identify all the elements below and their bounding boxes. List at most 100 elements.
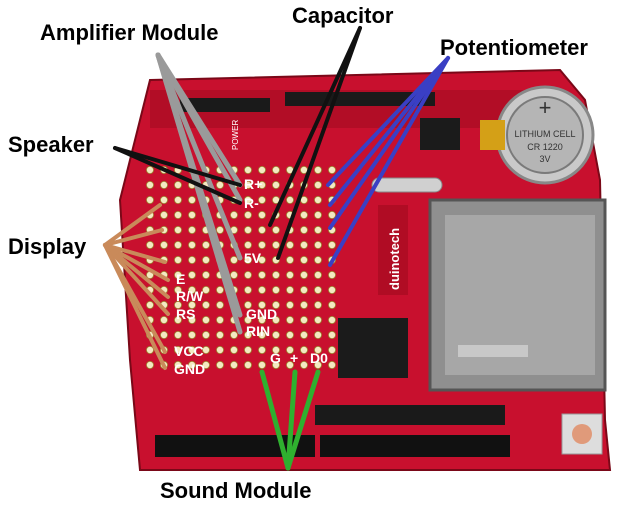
pin-label-r-plus: R+ (244, 176, 262, 192)
proto-hole (216, 361, 223, 368)
label-sound-module: Sound Module (160, 478, 312, 504)
proto-hole (300, 316, 307, 323)
proto-hole (328, 316, 335, 323)
proto-hole (188, 211, 195, 218)
proto-hole (174, 211, 181, 218)
proto-hole (258, 361, 265, 368)
pin-label-rs: RS (176, 306, 195, 322)
proto-hole (146, 181, 153, 188)
proto-hole (244, 286, 251, 293)
proto-hole (160, 241, 167, 248)
proto-hole (300, 226, 307, 233)
proto-hole (174, 256, 181, 263)
proto-hole (314, 226, 321, 233)
proto-hole (272, 286, 279, 293)
proto-hole (314, 211, 321, 218)
proto-hole (300, 211, 307, 218)
proto-hole (328, 241, 335, 248)
proto-hole (188, 226, 195, 233)
label-speaker: Speaker (8, 132, 94, 158)
pin-label-5v: 5V (244, 250, 261, 266)
proto-hole (216, 286, 223, 293)
proto-hole (300, 361, 307, 368)
proto-hole (286, 196, 293, 203)
proto-hole (286, 331, 293, 338)
pin-label-vcc: VCC (174, 343, 204, 359)
proto-hole (314, 181, 321, 188)
proto-hole (216, 226, 223, 233)
proto-hole (300, 346, 307, 353)
proto-hole (146, 166, 153, 173)
proto-hole (258, 226, 265, 233)
proto-hole (174, 181, 181, 188)
proto-hole (230, 361, 237, 368)
crystal (372, 178, 442, 192)
proto-hole (314, 301, 321, 308)
proto-hole (328, 166, 335, 173)
battery-text-3: 3V (539, 154, 550, 164)
proto-hole (258, 196, 265, 203)
proto-hole (258, 271, 265, 278)
proto-hole (146, 301, 153, 308)
proto-hole (286, 241, 293, 248)
label-amplifier-module: Amplifier Module (40, 20, 218, 46)
proto-hole (160, 196, 167, 203)
proto-hole (216, 316, 223, 323)
proto-hole (314, 241, 321, 248)
proto-hole (314, 316, 321, 323)
proto-hole (188, 331, 195, 338)
proto-hole (328, 361, 335, 368)
proto-hole (244, 241, 251, 248)
proto-hole (146, 361, 153, 368)
proto-hole (216, 181, 223, 188)
battery-plus-icon: + (539, 95, 552, 120)
proto-hole (202, 316, 209, 323)
pin-label-plus: + (290, 350, 298, 366)
proto-hole (244, 361, 251, 368)
proto-hole (188, 256, 195, 263)
proto-hole (146, 241, 153, 248)
pin-label-gnd-left: GND (174, 361, 205, 377)
proto-hole (230, 271, 237, 278)
proto-hole (188, 241, 195, 248)
proto-hole (230, 211, 237, 218)
proto-hole (202, 256, 209, 263)
pin-label-gnd-right: GND (246, 306, 277, 322)
proto-hole (272, 226, 279, 233)
pin-label-e: E (176, 271, 185, 287)
proto-hole (300, 241, 307, 248)
proto-hole (300, 271, 307, 278)
bottom-pin-header-right (320, 435, 510, 457)
proto-hole (244, 166, 251, 173)
pin-label-g: G (270, 350, 281, 366)
pin-label-d0: D0 (310, 350, 328, 366)
proto-hole (300, 331, 307, 338)
proto-hole (216, 301, 223, 308)
proto-hole (174, 331, 181, 338)
proto-hole (230, 346, 237, 353)
proto-hole (146, 196, 153, 203)
proto-hole (216, 346, 223, 353)
proto-hole (174, 226, 181, 233)
proto-hole (188, 271, 195, 278)
battery-text-2: CR 1220 (527, 142, 563, 152)
proto-hole (188, 196, 195, 203)
battery-text-1: LITHIUM CELL (514, 129, 575, 139)
proto-hole (328, 301, 335, 308)
label-potentiometer: Potentiometer (440, 35, 588, 61)
proto-hole (314, 196, 321, 203)
proto-hole (286, 301, 293, 308)
proto-hole (258, 166, 265, 173)
power-label: POWER (231, 120, 240, 150)
proto-hole (328, 331, 335, 338)
brand-text: duinotech (387, 228, 402, 290)
proto-hole (230, 331, 237, 338)
proto-hole (314, 256, 321, 263)
proto-hole (174, 241, 181, 248)
reset-button-cap (572, 424, 592, 444)
ic-chip-small (420, 118, 460, 150)
proto-hole (258, 211, 265, 218)
proto-hole (286, 286, 293, 293)
proto-hole (174, 196, 181, 203)
